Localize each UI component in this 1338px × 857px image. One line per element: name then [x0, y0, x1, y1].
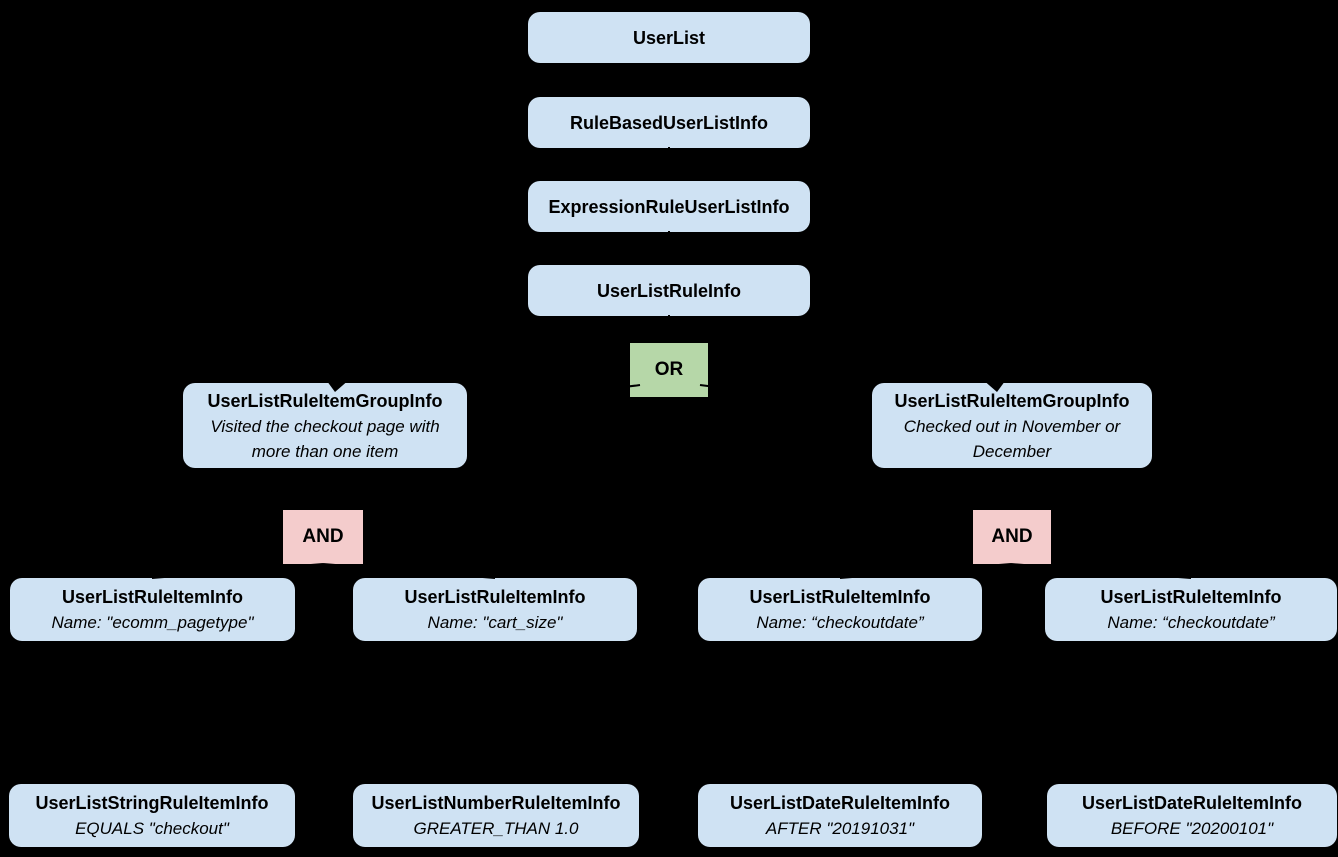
- connector-and-right-item4: [1010, 563, 1192, 579]
- node-title: UserList: [632, 27, 706, 48]
- and-operator-label: AND: [991, 526, 1033, 547]
- node-date-rule-item-after: UserListDateRuleItemInfo AFTER "20191031…: [698, 784, 982, 847]
- node-description: Name: “checkoutdate”: [1107, 613, 1275, 632]
- node-date-rule-item-before: UserListDateRuleItemInfo BEFORE "2020010…: [1047, 784, 1337, 847]
- node-title: UserListRuleItemGroupInfo: [894, 390, 1130, 411]
- or-operator-label: OR: [654, 359, 684, 380]
- connector-and-right-item3: [839, 563, 1012, 579]
- node-title: UserListRuleInfo: [596, 280, 742, 301]
- node-title: UserListRuleItemGroupInfo: [207, 390, 443, 411]
- node-description: AFTER "20191031": [765, 819, 915, 838]
- node-rule-item-checkoutdate-1: UserListRuleItemInfo Name: “checkoutdate…: [698, 578, 982, 641]
- node-user-list-rule-info: UserListRuleInfo: [528, 265, 810, 316]
- node-title: ExpressionRuleUserListInfo: [548, 196, 790, 217]
- node-title: UserListStringRuleItemInfo: [35, 793, 269, 813]
- node-rule-item-checkoutdate-2: UserListRuleItemInfo Name: “checkoutdate…: [1045, 578, 1337, 641]
- node-description: Name: "ecomm_pagetype": [51, 613, 254, 632]
- node-rule-item-group-right: UserListRuleItemGroupInfo Checked out in…: [872, 383, 1152, 468]
- node-description: Name: "cart_size": [427, 613, 563, 632]
- node-title: UserListRuleItemInfo: [61, 587, 244, 607]
- node-rule-item-group-left: UserListRuleItemGroupInfo Visited the ch…: [183, 383, 467, 468]
- node-title: UserListRuleItemInfo: [404, 587, 586, 607]
- and-operator-label: AND: [302, 526, 344, 547]
- node-title: UserListDateRuleItemInfo: [729, 793, 951, 813]
- node-number-rule-item: UserListNumberRuleItemInfo GREATER_THAN …: [353, 784, 639, 847]
- and-operator-badge-left: AND: [283, 510, 363, 564]
- connector-and-left-item1: [151, 563, 324, 579]
- node-rule-item-ecomm-pagetype: UserListRuleItemInfo Name: "ecomm_pagety…: [10, 578, 295, 641]
- connector-and-left-item2: [322, 563, 496, 579]
- node-description: Checked out in November or December: [903, 416, 1121, 461]
- node-description: Name: “checkoutdate”: [756, 613, 924, 632]
- node-title: RuleBasedUserListInfo: [569, 112, 769, 133]
- node-title: UserListRuleItemInfo: [1100, 587, 1282, 607]
- node-expression-rule-user-list-info: ExpressionRuleUserListInfo: [528, 181, 810, 232]
- node-description: BEFORE "20200101": [1110, 819, 1274, 838]
- node-title: UserListDateRuleItemInfo: [1081, 793, 1303, 813]
- node-rule-item-cart-size: UserListRuleItemInfo Name: "cart_size": [353, 578, 637, 641]
- or-operator-badge: OR: [630, 343, 708, 397]
- node-description: EQUALS "checkout": [75, 819, 229, 838]
- and-operator-badge-right: AND: [973, 510, 1051, 564]
- node-userlist: UserList: [528, 12, 810, 63]
- node-rule-based-user-list-info: RuleBasedUserListInfo: [528, 97, 810, 148]
- node-description: Visited the checkout page with more than…: [210, 416, 440, 461]
- node-description: GREATER_THAN 1.0: [413, 819, 579, 838]
- node-title: UserListNumberRuleItemInfo: [371, 793, 621, 813]
- node-title: UserListRuleItemInfo: [749, 587, 931, 607]
- node-string-rule-item: UserListStringRuleItemInfo EQUALS "check…: [9, 784, 295, 847]
